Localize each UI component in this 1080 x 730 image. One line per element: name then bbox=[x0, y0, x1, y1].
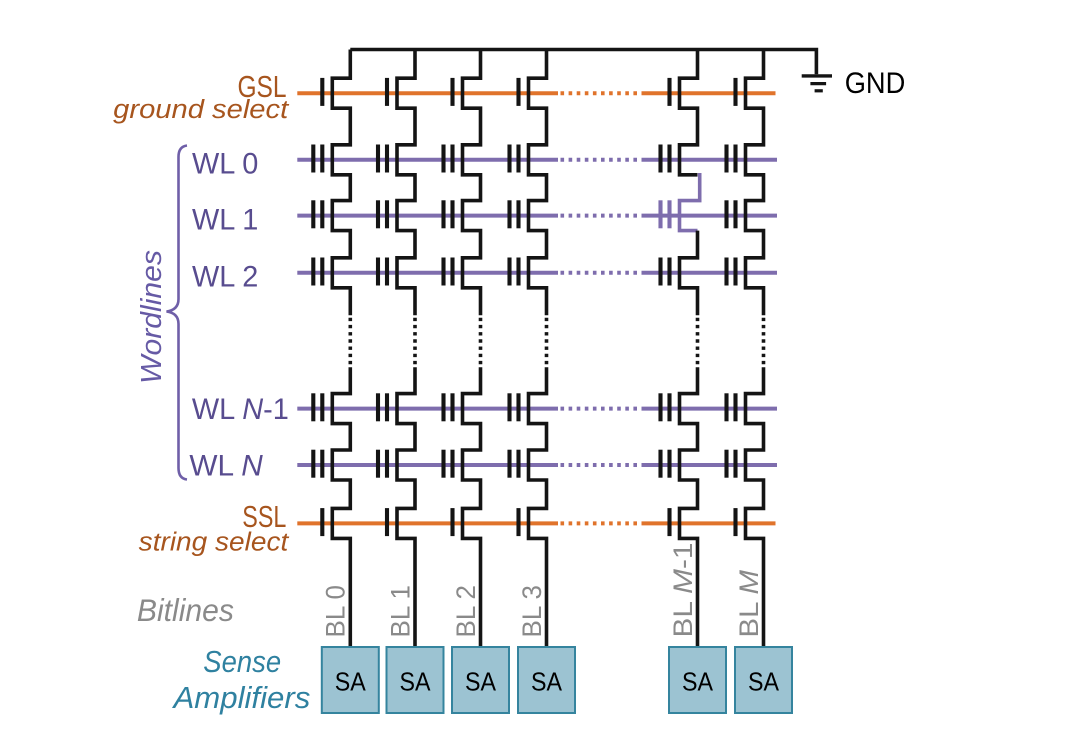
svg-text:SA: SA bbox=[531, 666, 563, 696]
svg-text:BL 3: BL 3 bbox=[517, 585, 547, 638]
svg-text:GSL: GSL bbox=[238, 69, 287, 104]
svg-text:WL N-1: WL N-1 bbox=[192, 393, 289, 426]
svg-text:SA: SA bbox=[682, 666, 714, 696]
svg-text:BL 0: BL 0 bbox=[321, 585, 351, 638]
svg-text:Amplifiers: Amplifiers bbox=[171, 681, 310, 715]
svg-text:WL 1: WL 1 bbox=[192, 203, 258, 236]
svg-text:WL 2: WL 2 bbox=[192, 261, 258, 294]
svg-text:WL N: WL N bbox=[189, 450, 263, 483]
svg-text:BL 1: BL 1 bbox=[385, 585, 415, 638]
svg-text:BL 2: BL 2 bbox=[451, 585, 481, 638]
svg-text:BL M-1: BL M-1 bbox=[668, 543, 698, 638]
svg-text:SA: SA bbox=[465, 666, 497, 696]
svg-text:SA: SA bbox=[335, 666, 367, 696]
svg-text:WL 0: WL 0 bbox=[192, 148, 258, 181]
svg-text:Bitlines: Bitlines bbox=[137, 592, 234, 628]
svg-text:string select: string select bbox=[139, 529, 290, 557]
svg-text:SSL: SSL bbox=[242, 499, 286, 534]
svg-text:SA: SA bbox=[748, 666, 780, 696]
svg-text:BL M: BL M bbox=[734, 569, 764, 637]
svg-text:ground select: ground select bbox=[113, 96, 289, 124]
svg-text:Wordlines: Wordlines bbox=[136, 250, 168, 384]
svg-text:GND: GND bbox=[845, 67, 906, 100]
svg-text:Sense: Sense bbox=[203, 645, 281, 679]
svg-text:SA: SA bbox=[400, 666, 432, 696]
